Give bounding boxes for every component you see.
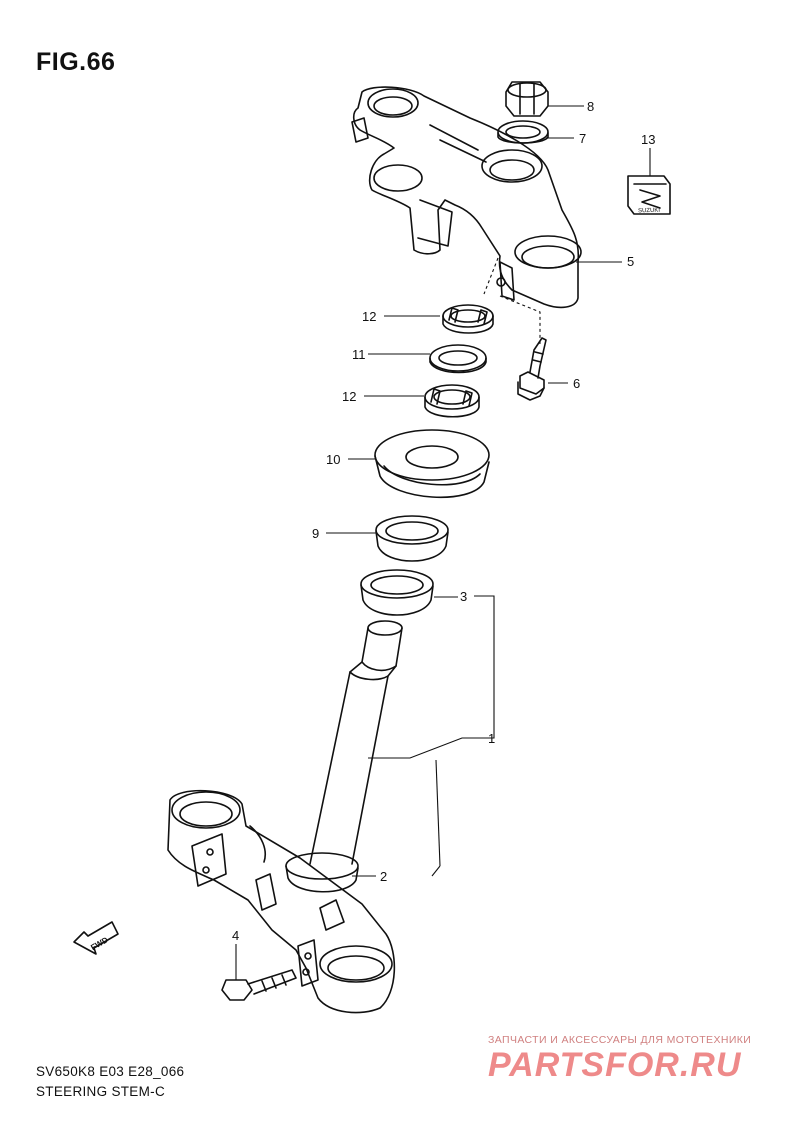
stem-head-nut bbox=[505, 81, 549, 117]
callout-2: 2 bbox=[380, 869, 387, 884]
callout-11: 11 bbox=[352, 347, 366, 362]
callout-10: 10 bbox=[326, 452, 340, 467]
lock-washer bbox=[429, 344, 487, 374]
emblem-text: SUZUKI bbox=[638, 208, 661, 215]
washer bbox=[497, 120, 549, 144]
callout-13: 13 bbox=[641, 132, 655, 147]
watermark-logo: PARTSFOR.RU bbox=[488, 1046, 742, 1084]
stem-lock-nut-lower bbox=[424, 384, 480, 418]
callout-9: 9 bbox=[312, 526, 319, 541]
callout-3: 3 bbox=[460, 589, 467, 604]
callout-6: 6 bbox=[573, 376, 580, 391]
lower-bearing bbox=[360, 569, 434, 616]
fwd-label: FWD bbox=[89, 935, 109, 952]
dust-seal bbox=[285, 852, 359, 893]
suzuki-emblem bbox=[627, 175, 671, 215]
model-code: SV650K8 E03 E28_066 bbox=[36, 1064, 185, 1079]
steering-stem bbox=[309, 620, 403, 865]
callout-5: 5 bbox=[627, 254, 634, 269]
section-name: STEERING STEM-C bbox=[36, 1084, 166, 1099]
stem-lock-nut-upper bbox=[442, 304, 494, 334]
figure-title: FIG.66 bbox=[36, 48, 116, 76]
callout-8: 8 bbox=[587, 99, 594, 114]
clamp-bolt-upper bbox=[517, 337, 547, 401]
lower-bracket bbox=[167, 789, 396, 1014]
callout-4: 4 bbox=[232, 928, 239, 943]
callout-7: 7 bbox=[579, 131, 586, 146]
callout-12-lower: 12 bbox=[342, 389, 356, 404]
leader-lines bbox=[235, 105, 651, 980]
watermark-tagline: ЗАПЧАСТИ И АКСЕССУАРЫ ДЛЯ МОТОТЕХНИКИ bbox=[488, 1034, 752, 1046]
clamp-bolt-lower bbox=[221, 969, 297, 1001]
callout-labels: 1 2 3 4 5 6 7 8 9 10 11 12 12 13 bbox=[232, 99, 655, 943]
bearing-cover bbox=[374, 429, 490, 499]
upper-bracket bbox=[351, 86, 582, 309]
upper-bearing bbox=[375, 515, 449, 562]
callout-12-upper: 12 bbox=[362, 309, 376, 324]
fwd-arrow-icon bbox=[73, 921, 119, 955]
callout-1: 1 bbox=[488, 731, 495, 746]
